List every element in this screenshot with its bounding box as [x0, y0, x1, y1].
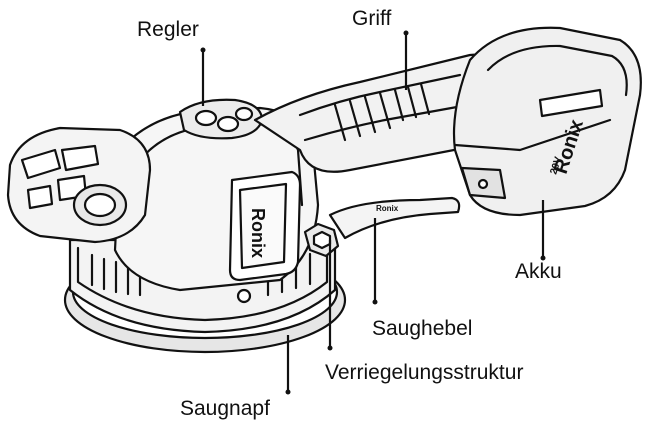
label-griff: Griff	[352, 7, 391, 31]
lever-brand-logo: Ronix	[376, 204, 399, 213]
label-akku: Akku	[515, 260, 562, 284]
battery-pack: Ronix 20V	[454, 28, 641, 215]
regulator-knob	[180, 100, 262, 139]
label-verriegelungsstruktur: Verriegelungsstruktur	[325, 361, 523, 385]
label-regler: Regler	[137, 18, 199, 42]
label-saughebel: Saughebel	[372, 317, 472, 341]
label-saugnapf: Saugnapf	[180, 397, 270, 421]
housing-brand-logo: Ronix	[248, 208, 268, 258]
suction-lever: Ronix	[330, 198, 459, 238]
motor-head	[8, 128, 150, 242]
